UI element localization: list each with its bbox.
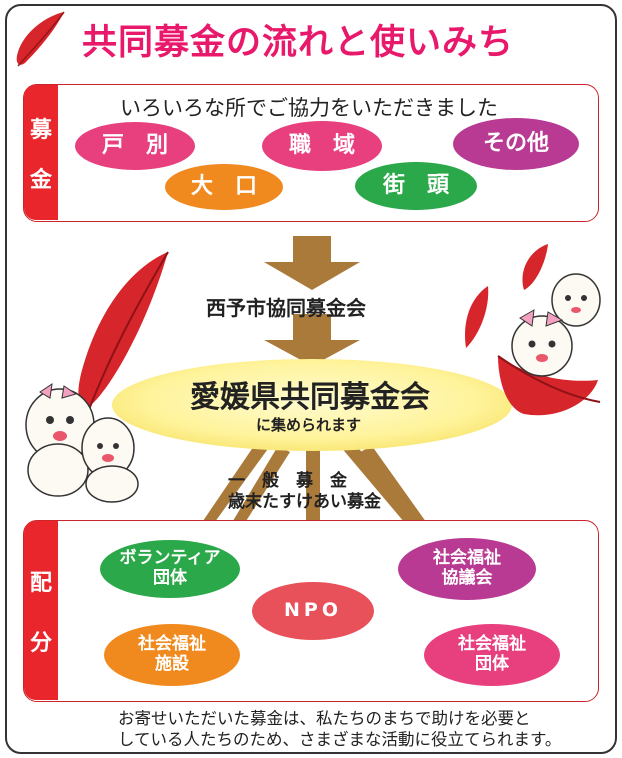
- recipient-volunteer-groups: ボランティア 団体: [100, 540, 240, 598]
- source-workplace: 職 域: [262, 121, 382, 171]
- collection-tab: 募 金: [24, 85, 58, 220]
- general-fund-label: 一 般 募 金: [228, 471, 347, 491]
- distribution-tab-char: 分: [29, 630, 52, 656]
- page-title: 共同募金の流れと使いみち: [82, 23, 515, 63]
- city-council-label: 西予市協同募金会: [206, 296, 366, 320]
- collection-tab-char: 募: [29, 117, 52, 143]
- source-large-donation: 大 口: [165, 164, 283, 210]
- left-mascot-icon: [81, 417, 139, 503]
- collection-tab-char: 金: [29, 167, 52, 193]
- feather-icon: [16, 11, 65, 67]
- collected-label: に集められます: [256, 416, 362, 434]
- recipient-welfare-council: 社会福祉 協議会: [398, 538, 536, 600]
- left-feather-icon: [78, 251, 169, 413]
- source-other: その他: [453, 118, 579, 170]
- federation-oval: [112, 359, 512, 451]
- distribution-arrow-icon: [340, 440, 446, 574]
- prefecture-council-label: 愛媛県共同募金会: [190, 380, 430, 415]
- distribution-arrow-icon: [294, 450, 332, 582]
- right-feather-icon: [464, 244, 548, 348]
- source-door-to-door: 戸 別: [75, 122, 195, 170]
- right-feather-icon: [497, 355, 601, 416]
- recipient-welfare-facilities: 社会福祉 施設: [104, 624, 240, 686]
- collection-subtitle: いろいろな所でご協力をいただきました: [120, 96, 498, 120]
- left-mascot-icon: [25, 382, 95, 497]
- distribution-tab-char: 配: [29, 570, 52, 596]
- down-arrow-icon: [264, 236, 360, 290]
- right-mascot-icon: [551, 273, 601, 327]
- down-arrow-icon: [264, 314, 360, 366]
- recipient-welfare-groups: 社会福祉 団体: [424, 624, 560, 686]
- recipient-npo: NPO: [252, 582, 374, 640]
- source-street: 街 頭: [355, 162, 477, 210]
- distribution-tab: 配 分: [24, 521, 58, 700]
- yearend-fund-label: 歳末たすけあい募金: [228, 492, 381, 512]
- footer-note: お寄せいただいた募金は、私たちのまちで助けを必要と している人たちのため、さまざ…: [118, 709, 562, 750]
- right-mascot-icon: [511, 309, 573, 377]
